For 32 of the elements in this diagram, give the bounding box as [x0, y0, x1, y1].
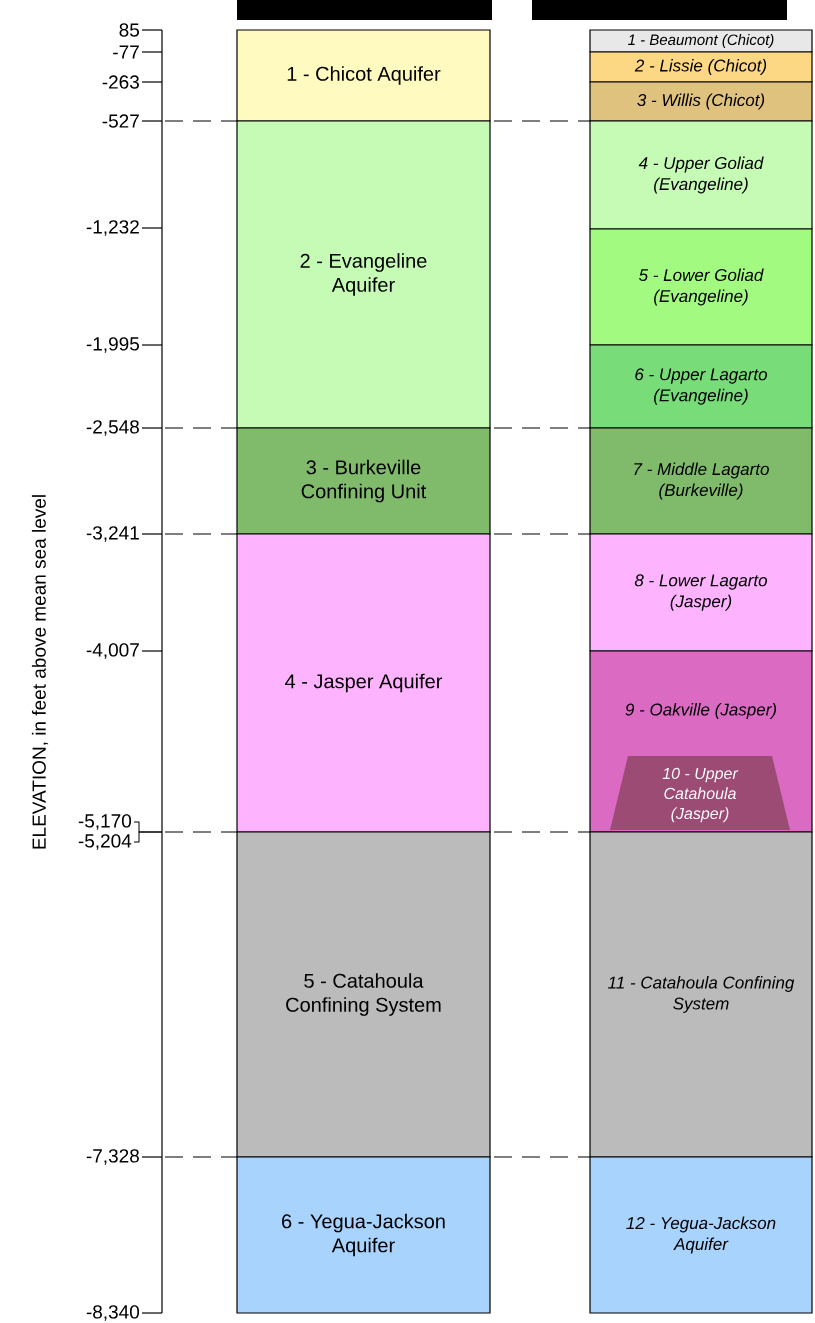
tick-label: -77	[113, 45, 139, 59]
layer-box: 4 - Upper Goliad (Evangeline)	[589, 120, 813, 230]
tick-label: -4,007	[86, 643, 139, 659]
layer-box: 2 - Lissie (Chicot)	[589, 51, 813, 83]
tick-label: -8,340	[86, 1305, 140, 1321]
tick-label: -5,170	[78, 814, 132, 830]
tick-label: -527	[102, 114, 139, 128]
layer-box: 7 - Middle Lagarto (Burkeville)	[589, 427, 813, 535]
layer-box: 6 - Upper Lagarto (Evangeline)	[589, 344, 813, 429]
tick-label: -263	[102, 75, 139, 89]
layer-box: 8 - Lower Lagarto (Jasper)	[589, 533, 813, 652]
layer-box: 6 - Yegua-Jackson Aquifer	[236, 1156, 491, 1314]
tick-label: -5,204	[78, 834, 132, 850]
tick-label: -1,232	[86, 220, 139, 236]
layer-box: 2 - Evangeline Aquifer	[236, 120, 491, 429]
layer-box: 3 - Willis (Chicot)	[589, 81, 813, 122]
layer-box: 3 - Burkeville Confining Unit	[236, 427, 491, 535]
tick-label: -7,328	[86, 1149, 139, 1165]
layer-box: 1 - Beaumont (Chicot)	[589, 29, 813, 53]
layer-box: 5 - Catahoula Confining System	[236, 831, 491, 1158]
layer-box: 11 - Catahoula Confining System	[589, 831, 813, 1158]
header-bar	[237, 0, 492, 20]
layer-box: 5 - Lower Goliad (Evangeline)	[589, 228, 813, 346]
header-bar	[532, 0, 787, 20]
layer-box: 4 - Jasper Aquifer	[236, 533, 491, 833]
layer-box: 1 - Chicot Aquifer	[236, 29, 491, 122]
tick-label: -2,548	[86, 420, 139, 436]
tick-label: -1,995	[86, 337, 139, 353]
axis-title: ELEVATION, in feet above mean sea level	[31, 495, 49, 849]
tick-label: -3,241	[86, 526, 139, 542]
tick-label: 85	[119, 23, 139, 37]
layer-box: 12 - Yegua-Jackson Aquifer	[589, 1156, 813, 1314]
